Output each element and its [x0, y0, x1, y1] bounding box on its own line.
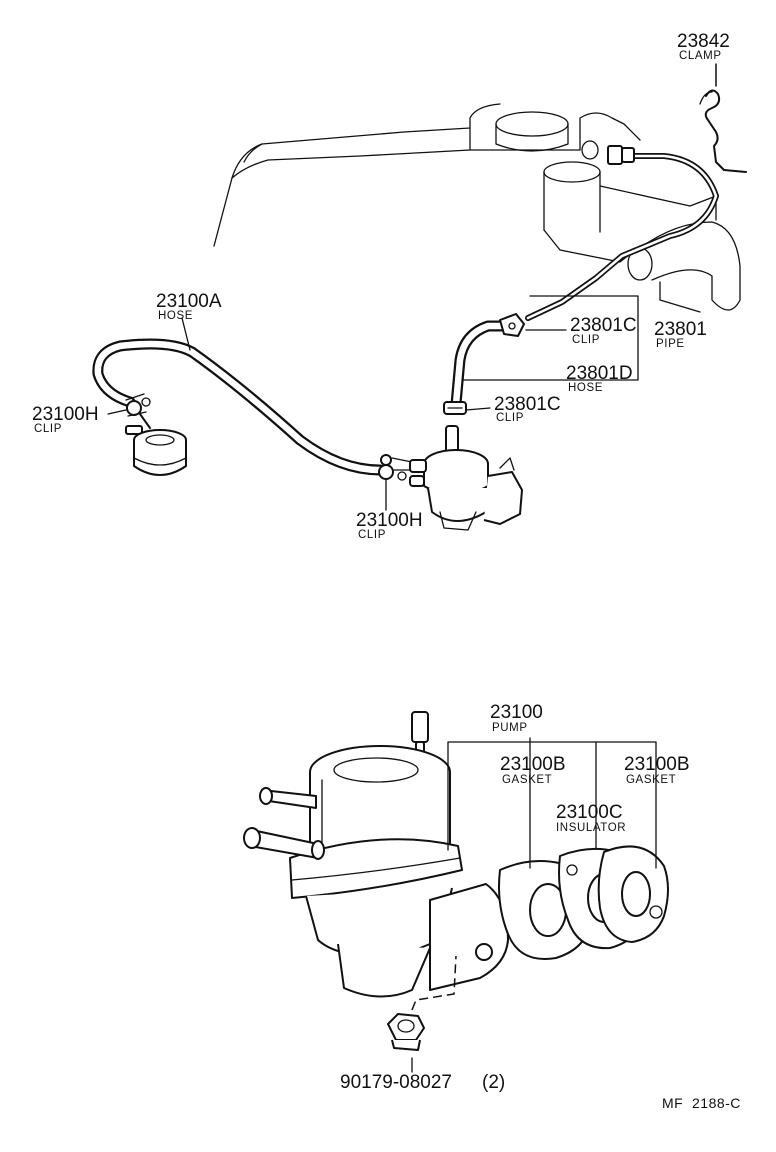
leader-lines [107, 63, 717, 1073]
clip-23801c-lower-icon [443, 401, 467, 415]
label-23801d-number: 23801D [566, 363, 633, 384]
clip-23801c-upper-icon [499, 313, 525, 337]
clamp-icon [699, 63, 747, 173]
label-23100h-bottom-number: 23100H [356, 510, 423, 531]
label-23100b-1-name: GASKET [502, 774, 552, 786]
label-23100h-bottom-name: CLIP [358, 529, 386, 541]
figure-code: MF 2188-C [662, 1095, 741, 1111]
fuel-filter-icon [125, 413, 187, 476]
label-23801c-upper-number: 23801C [570, 315, 637, 336]
label-23100b-2-name: GASKET [626, 774, 676, 786]
pipe-23801 [525, 145, 719, 321]
label-23801-name: PIPE [656, 338, 685, 350]
label-23801-number: 23801 [654, 319, 707, 340]
nut-icon [387, 1013, 425, 1051]
fuel-pump-icon [243, 711, 509, 998]
label-23801d-name: HOSE [568, 382, 603, 394]
clip-23100h-left-icon [125, 393, 151, 417]
gasket-icon [597, 845, 669, 943]
label-23100-number: 23100 [490, 702, 543, 723]
hose-23100a [92, 338, 386, 476]
label-23100a-number: 23100A [156, 291, 222, 312]
label-23100-name: PUMP [492, 722, 528, 734]
hose-23801d [450, 320, 520, 410]
label-23100b-2-number: 23100B [624, 754, 690, 775]
label-23100c-number: 23100C [556, 802, 623, 823]
label-23801c-upper-name: CLIP [572, 334, 600, 346]
label-23100h-left-number: 23100H [32, 404, 99, 425]
label-23842-number: 23842 [677, 31, 730, 52]
label-23100c-name: INSULATOR [556, 822, 626, 834]
label-23100h-left-name: CLIP [34, 423, 62, 435]
label-23801c-lower-name: CLIP [496, 412, 524, 424]
fuel-pump-upper-icon [409, 425, 523, 531]
label-23100b-1-number: 23100B [500, 754, 566, 775]
label-23100a-name: HOSE [158, 310, 193, 322]
label-23842-name: CLAMP [679, 50, 722, 62]
label-23801c-lower-number: 23801C [494, 394, 561, 415]
label-nut-qty: (2) [482, 1072, 505, 1093]
label-nut-number: 90179-08027 [340, 1072, 452, 1093]
engine-icon [213, 103, 741, 313]
clip-23100h-bottom-icon [378, 454, 415, 481]
